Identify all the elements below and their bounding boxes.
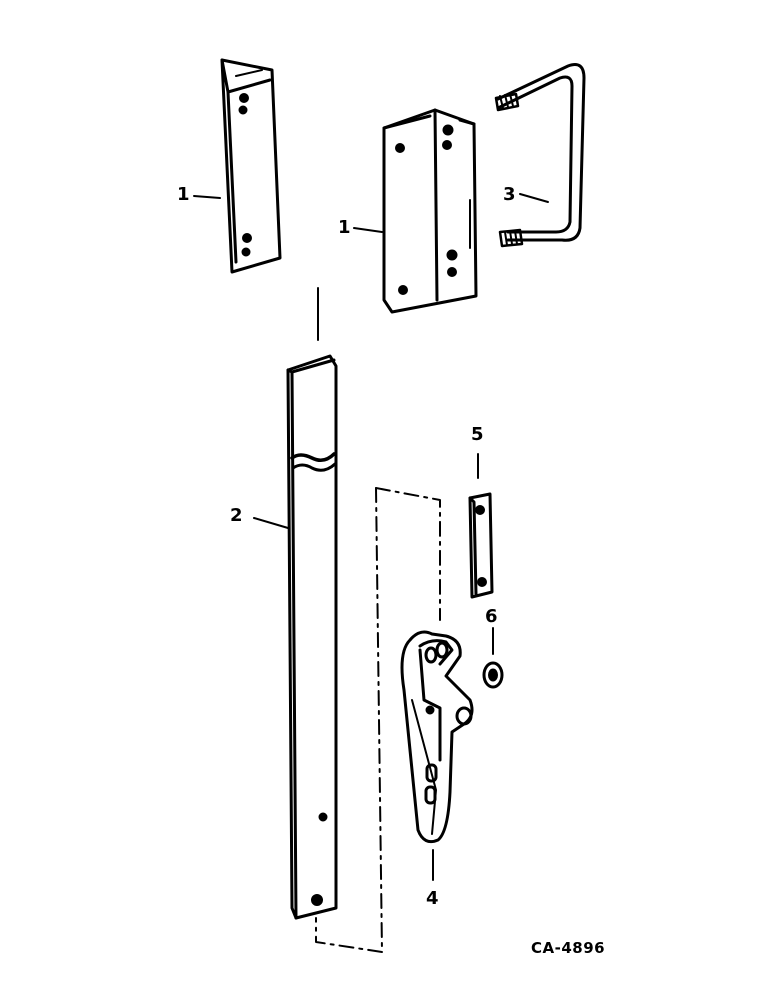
- latch: [400, 630, 474, 844]
- callout-1-right: 1: [338, 217, 351, 238]
- callout-3: 3: [503, 184, 516, 205]
- callout-5: 5: [471, 424, 484, 445]
- leader-1-left: [193, 195, 221, 199]
- angle-bracket-right: [382, 108, 478, 314]
- leader-1-right: [353, 227, 383, 233]
- alignment-lines: [315, 287, 441, 953]
- leader-3: [519, 193, 549, 203]
- callout-4: 4: [426, 888, 439, 909]
- washer: [482, 661, 504, 689]
- u-bolt: [494, 63, 586, 248]
- drawing-code: CA-4896: [531, 939, 606, 957]
- angle-bracket-left: [220, 58, 282, 274]
- callout-2: 2: [230, 505, 243, 526]
- bar: [286, 354, 338, 920]
- callout-6: 6: [485, 606, 498, 627]
- assembly-line-vertical: [315, 487, 383, 953]
- callout-1-left: 1: [177, 184, 190, 205]
- leader-2: [253, 517, 289, 529]
- leader-lines: [193, 193, 549, 881]
- link-plate: [468, 492, 494, 599]
- assembly-line: [375, 487, 441, 621]
